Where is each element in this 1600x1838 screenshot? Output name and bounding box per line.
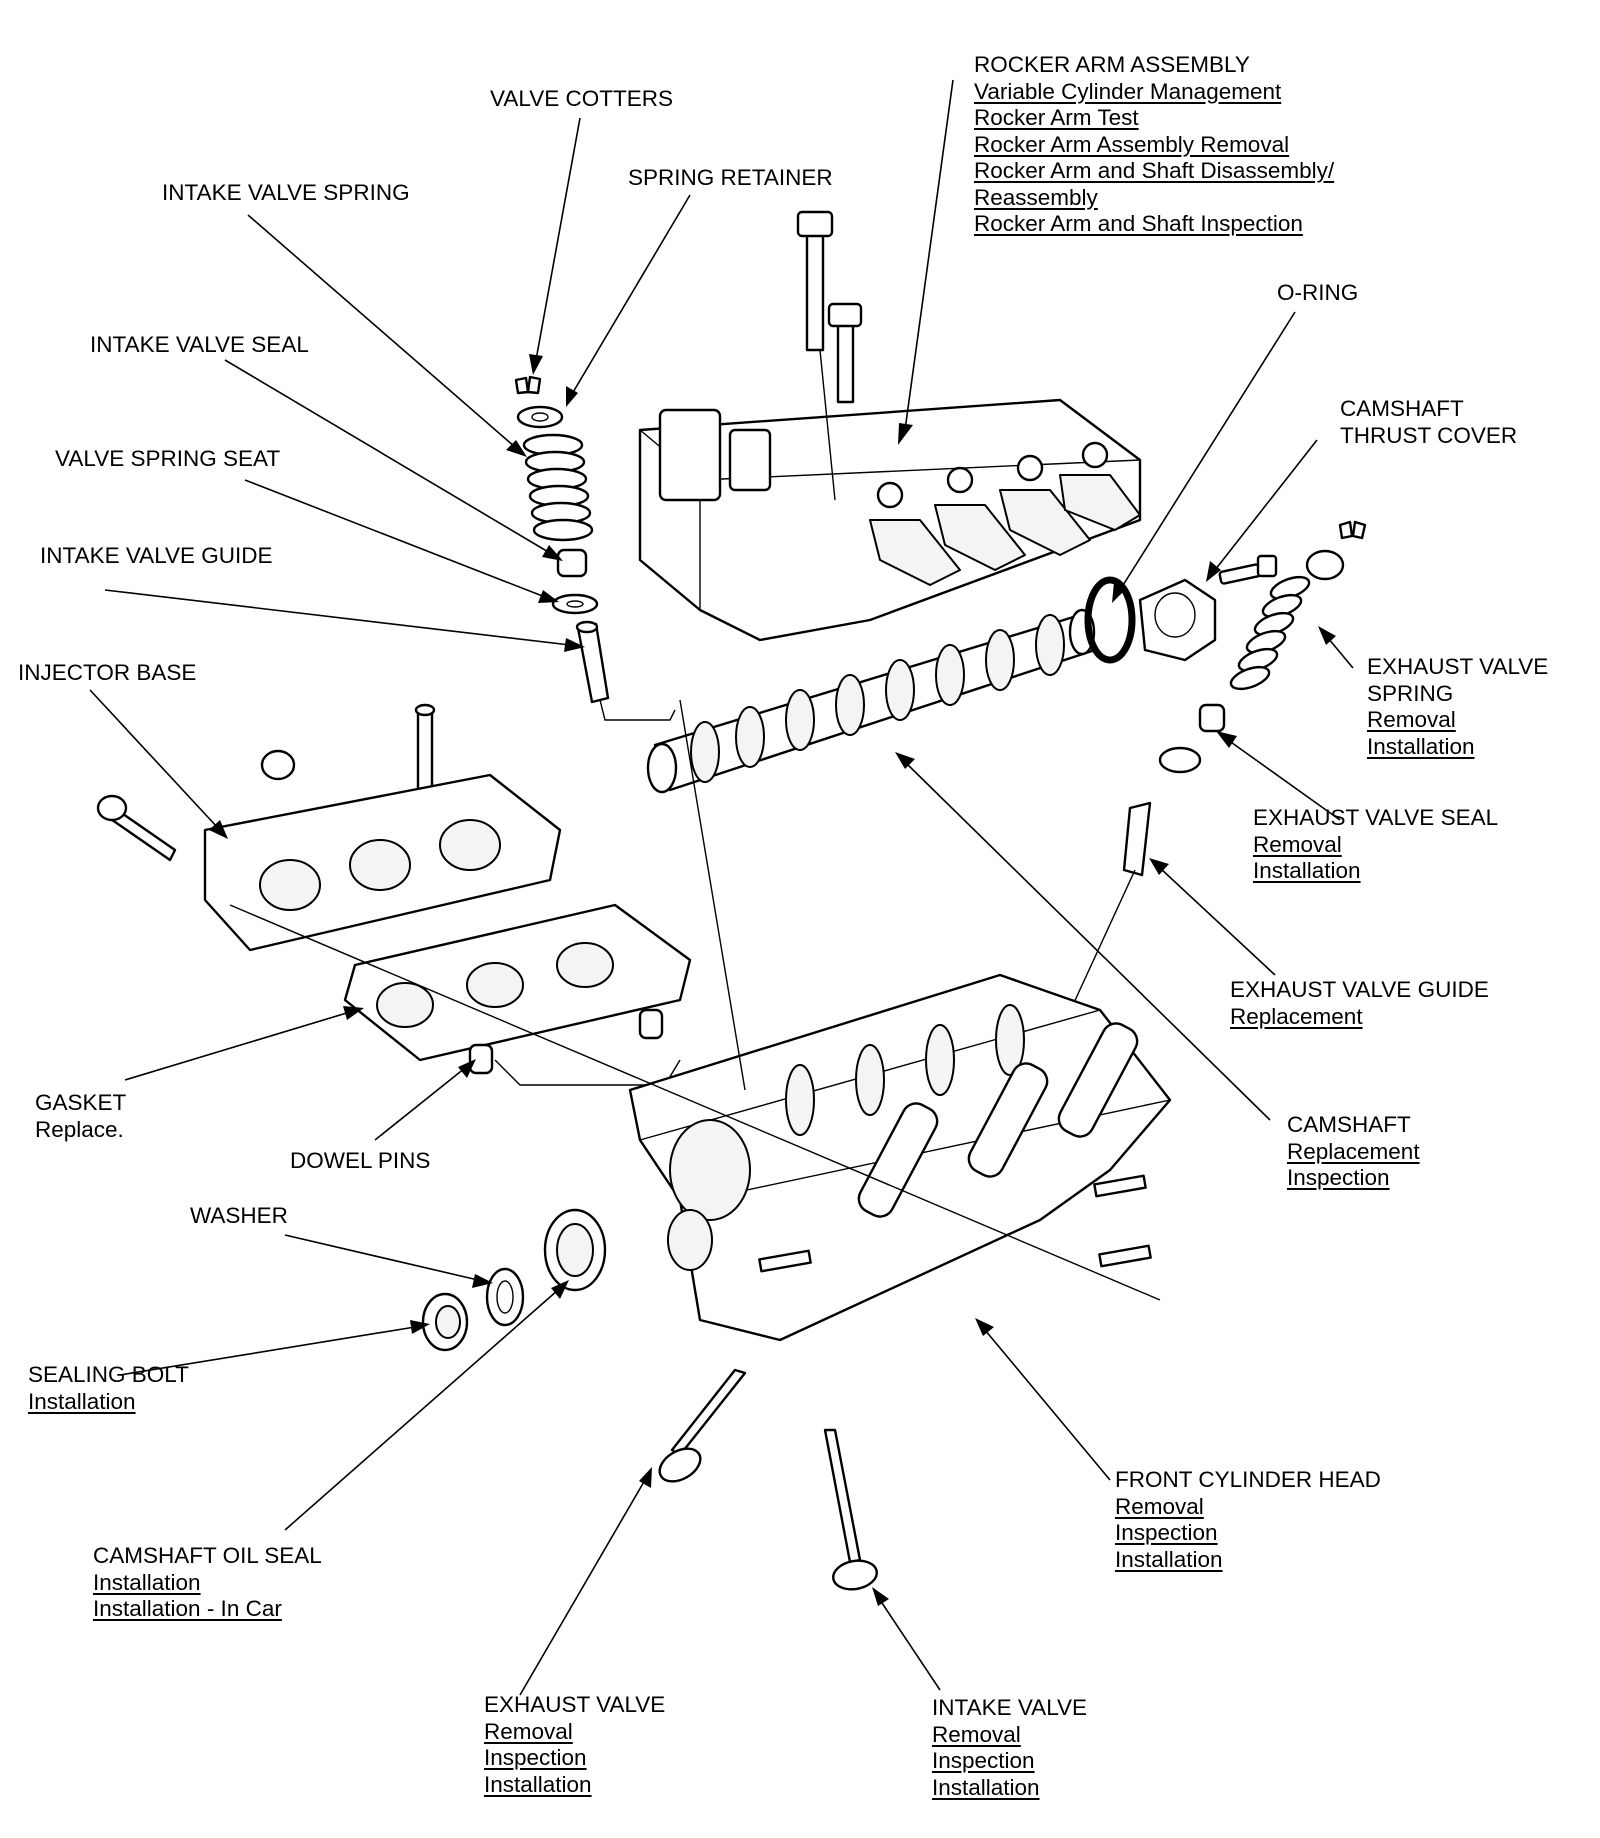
label-title: EXHAUST VALVE [1367, 654, 1549, 679]
label-title: INJECTOR BASE [18, 660, 197, 685]
label-title: INTAKE VALVE GUIDE [40, 543, 273, 568]
o-ring-part [1084, 576, 1136, 664]
link-installation[interactable]: Installation [28, 1388, 136, 1414]
label-gasket: GASKET Replace. [35, 1090, 126, 1143]
link-removal[interactable]: Removal [1367, 707, 1456, 732]
label-title: EXHAUST VALVE [484, 1692, 666, 1717]
label-title: CAMSHAFT [1340, 396, 1464, 421]
label-title: INTAKE VALVE SEAL [90, 332, 309, 357]
label-title: SPRING RETAINER [628, 165, 833, 190]
label-camshaft-thrust-cover: CAMSHAFT THRUST COVER [1340, 396, 1517, 449]
label-title: CAMSHAFT [1287, 1112, 1411, 1137]
label-title: CAMSHAFT OIL SEAL [93, 1543, 322, 1568]
link-rocker-arm-shaft-disassembly[interactable]: Rocker Arm and Shaft Disassembly/ [974, 158, 1335, 183]
exhaust-valve-part [658, 1368, 747, 1483]
label-camshaft-oil-seal: CAMSHAFT OIL SEAL Installation Installat… [93, 1543, 322, 1623]
link-removal[interactable]: Removal [932, 1721, 1021, 1747]
label-rocker-arm-assembly: ROCKER ARM ASSEMBLY Variable Cylinder Ma… [974, 52, 1334, 238]
label-exhaust-valve-guide: EXHAUST VALVE GUIDE Replacement [1230, 977, 1489, 1030]
intake-valve-part [823, 1428, 879, 1591]
link-removal[interactable]: Removal [1253, 831, 1342, 857]
label-injector-base: INJECTOR BASE [18, 660, 196, 687]
label-title: GASKET [35, 1090, 127, 1115]
label-title: VALVE SPRING SEAT [55, 446, 281, 471]
label-valve-cotters: VALVE COTTERS [490, 86, 673, 113]
label-washer: WASHER [190, 1203, 288, 1230]
link-rocker-arm-test[interactable]: Rocker Arm Test [974, 105, 1139, 130]
label-title: O-RING [1277, 280, 1359, 305]
gasket-part [343, 903, 692, 1062]
link-installation[interactable]: Installation [484, 1771, 592, 1797]
label-title: INTAKE VALVE [932, 1695, 1088, 1720]
link-installation[interactable]: Installation [932, 1774, 1040, 1800]
label-title: FRONT CYLINDER HEAD [1115, 1467, 1381, 1492]
label-exhaust-valve-spring: EXHAUST VALVE SPRING Removal Installatio… [1367, 654, 1548, 760]
label-title-line2: SPRING [1367, 680, 1454, 706]
link-removal[interactable]: Removal [1115, 1493, 1204, 1519]
link-installation-in-car[interactable]: Installation - In Car [93, 1596, 282, 1621]
label-sealing-bolt: SEALING BOLT Installation [28, 1362, 189, 1415]
link-inspection[interactable]: Inspection [1287, 1165, 1390, 1190]
link-variable-cylinder-management[interactable]: Variable Cylinder Management [974, 78, 1282, 104]
camshaft-oil-seal-part [543, 1208, 607, 1292]
label-camshaft: CAMSHAFT Replacement Inspection [1287, 1112, 1420, 1192]
label-exhaust-valve-seal: EXHAUST VALVE SEAL Removal Installation [1253, 805, 1498, 885]
label-title: INTAKE VALVE SPRING [162, 180, 410, 205]
label-front-cylinder-head: FRONT CYLINDER HEAD Removal Inspection I… [1115, 1467, 1381, 1573]
rocker-arm-assembly [638, 210, 1142, 642]
dowel-pins-part [468, 1008, 681, 1086]
sealing-bolt-part [421, 1292, 469, 1352]
label-title: EXHAUST VALVE GUIDE [1230, 977, 1489, 1002]
label-intake-valve: INTAKE VALVE Removal Inspection Installa… [932, 1695, 1087, 1801]
leader-lines [89, 79, 1354, 1696]
injector-base-part [96, 703, 562, 952]
label-dowel-pins: DOWEL PINS [290, 1148, 430, 1175]
washer-part [485, 1267, 525, 1327]
link-installation[interactable]: Installation [1115, 1546, 1223, 1572]
link-inspection[interactable]: Inspection [932, 1748, 1035, 1773]
cylinder-head-part [628, 973, 1172, 1342]
label-title: DOWEL PINS [290, 1148, 431, 1173]
label-title: WASHER [190, 1203, 288, 1228]
link-replacement[interactable]: Replacement [1230, 1003, 1363, 1029]
label-note: Replace. [35, 1116, 124, 1142]
link-replacement[interactable]: Replacement [1287, 1138, 1420, 1164]
link-reassembly[interactable]: Reassembly [974, 184, 1098, 210]
exhaust-valve-stack [1019, 520, 1367, 1121]
link-rocker-arm-assembly-removal[interactable]: Rocker Arm Assembly Removal [974, 131, 1290, 157]
label-title: VALVE COTTERS [490, 86, 673, 111]
link-rocker-arm-shaft-inspection[interactable]: Rocker Arm and Shaft Inspection [974, 211, 1303, 236]
camshaft-part [646, 608, 1097, 794]
link-installation[interactable]: Installation [1367, 733, 1475, 759]
intake-valve-stack [514, 375, 676, 721]
link-installation[interactable]: Installation [93, 1569, 201, 1595]
label-o-ring: O-RING [1277, 280, 1358, 307]
label-spring-retainer: SPRING RETAINER [628, 165, 833, 192]
label-intake-valve-seal: INTAKE VALVE SEAL [90, 332, 309, 359]
label-exhaust-valve: EXHAUST VALVE Removal Inspection Install… [484, 1692, 665, 1798]
label-intake-valve-spring: INTAKE VALVE SPRING [162, 180, 410, 207]
label-intake-valve-guide: INTAKE VALVE GUIDE [40, 543, 273, 570]
label-valve-spring-seat: VALVE SPRING SEAT [55, 446, 280, 473]
label-title: EXHAUST VALVE SEAL [1253, 805, 1499, 830]
label-title: ROCKER ARM ASSEMBLY [974, 52, 1250, 77]
label-title: SEALING BOLT [28, 1362, 189, 1387]
label-title-line2: THRUST COVER [1340, 422, 1518, 448]
link-removal[interactable]: Removal [484, 1718, 573, 1744]
link-inspection[interactable]: Inspection [1115, 1520, 1218, 1545]
camshaft-thrust-cover-part [1138, 554, 1278, 662]
link-installation[interactable]: Installation [1253, 858, 1361, 883]
link-inspection[interactable]: Inspection [484, 1745, 587, 1770]
